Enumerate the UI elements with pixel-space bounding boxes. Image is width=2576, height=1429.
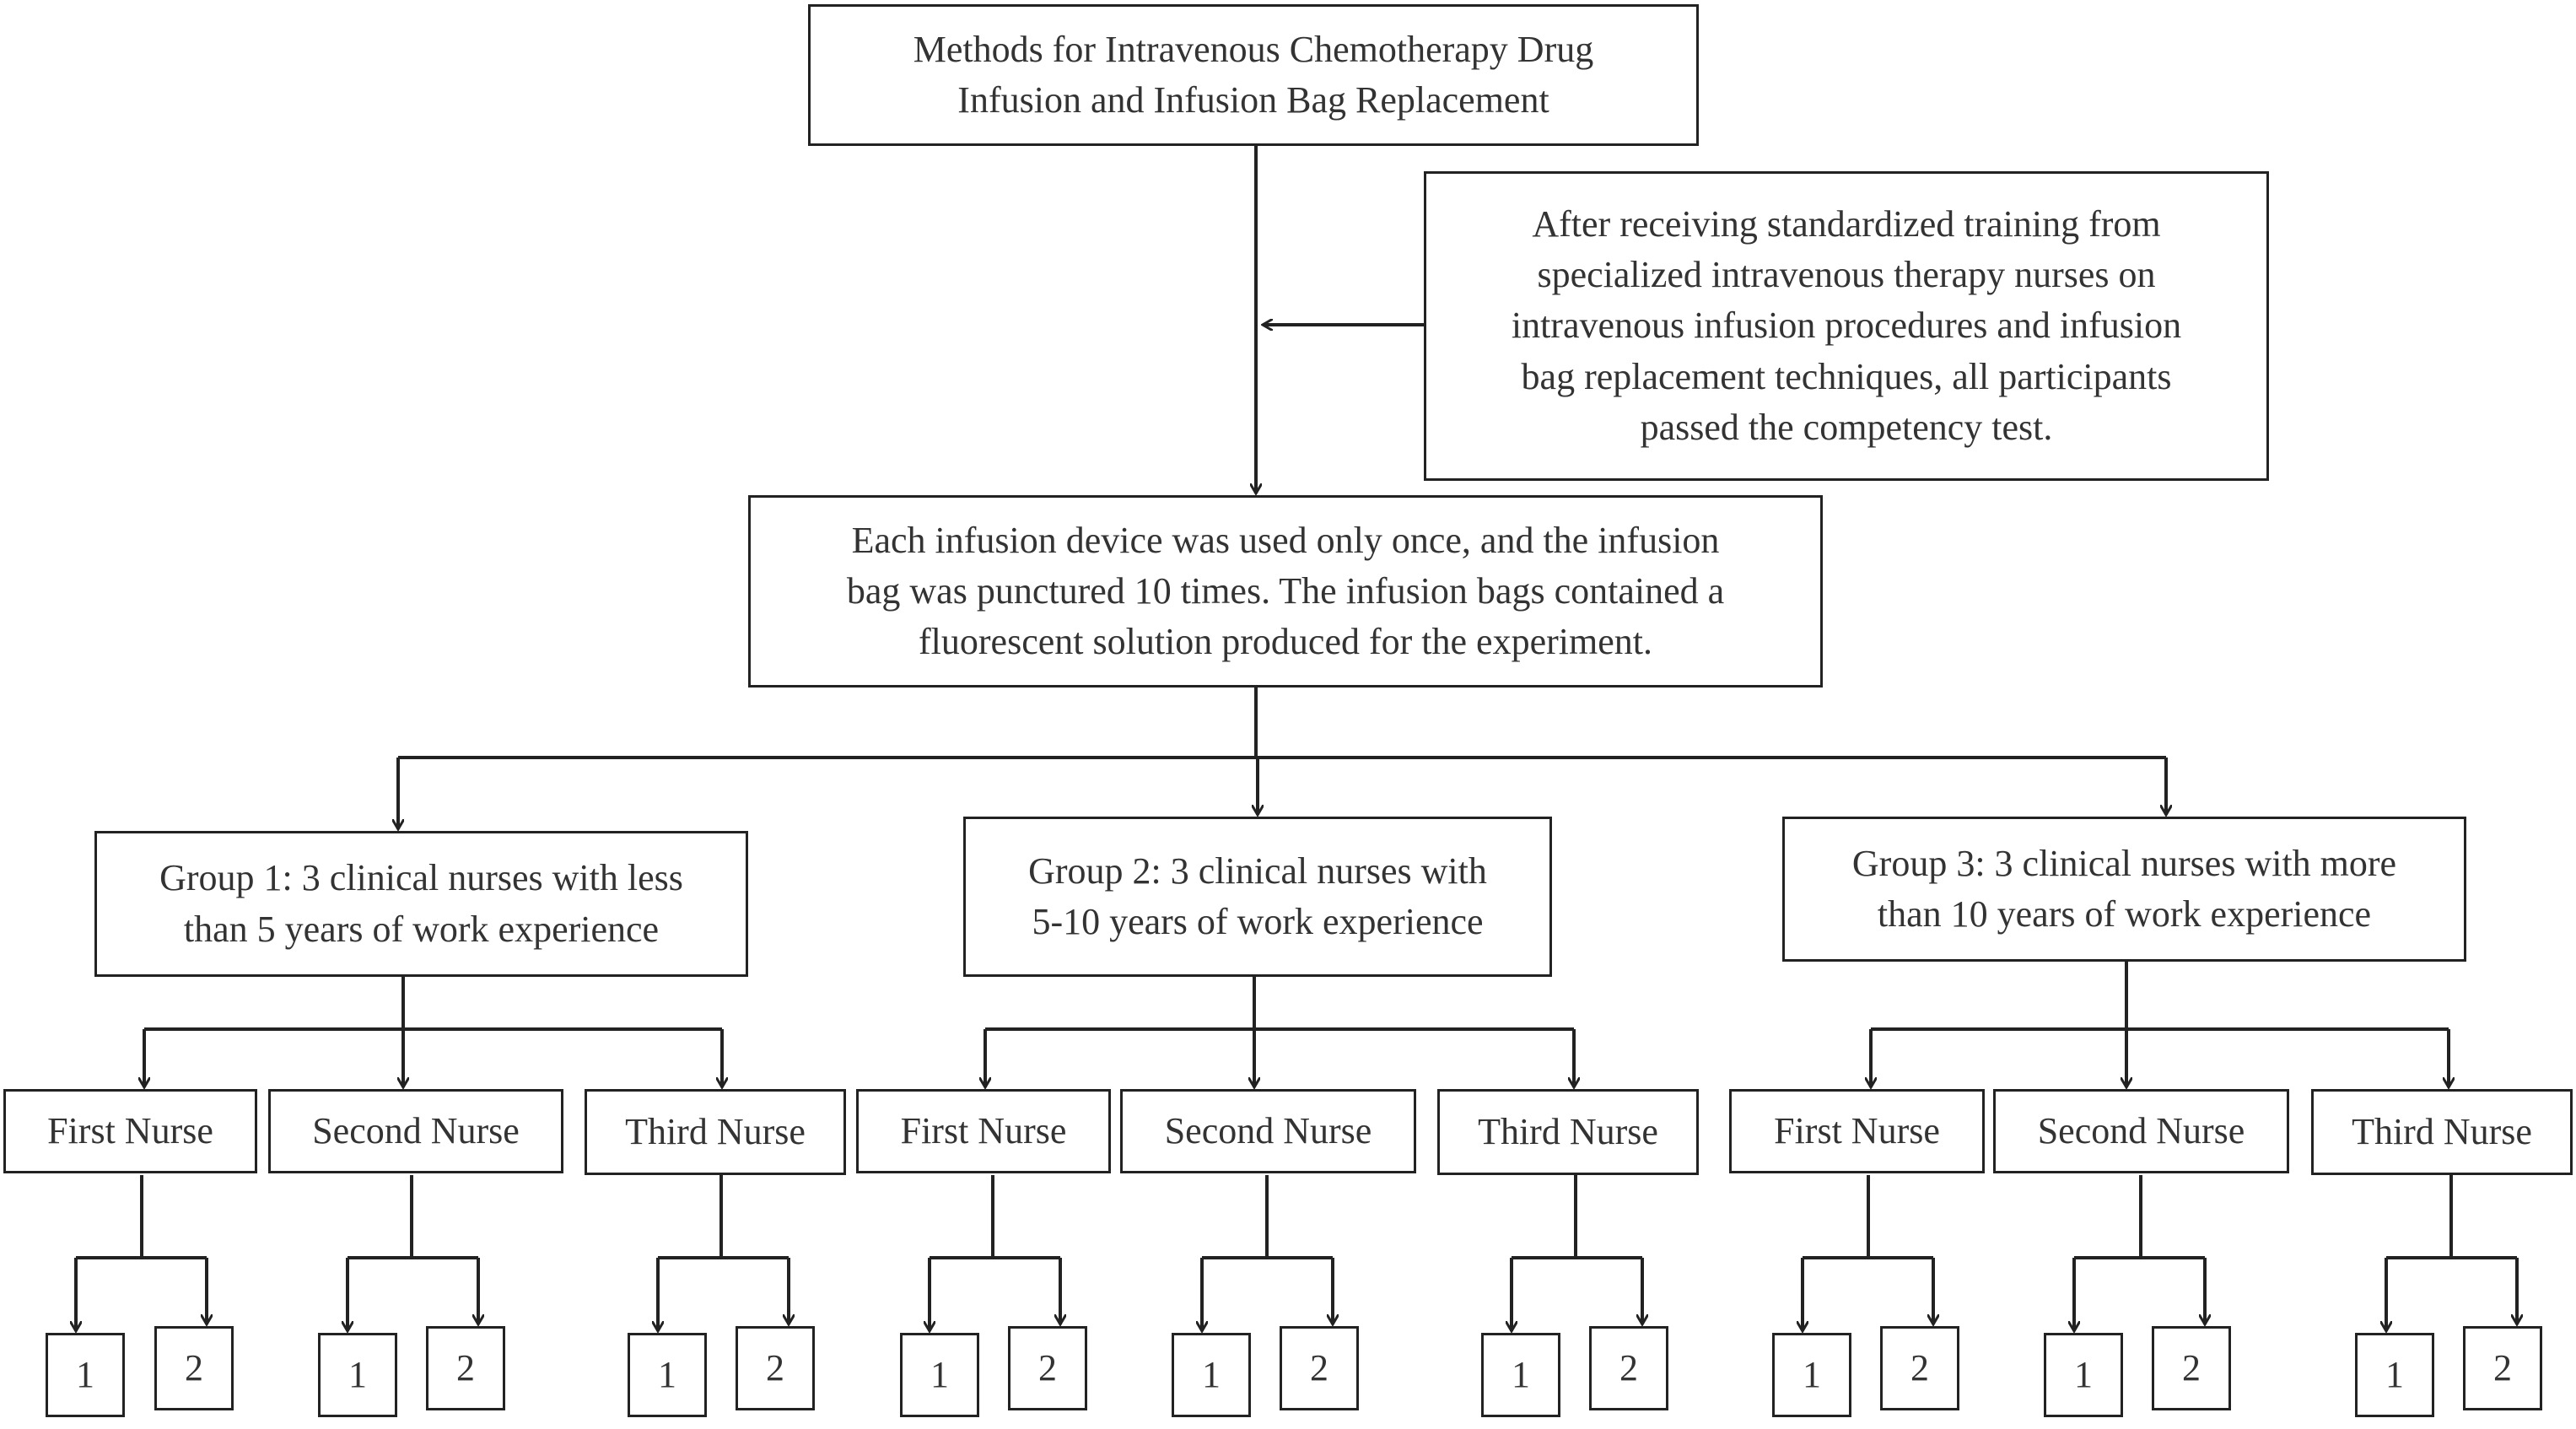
- group-3-line-1: Group 3: 3 clinical nurses with more: [1851, 842, 2397, 884]
- trial-box: 1: [628, 1333, 707, 1417]
- training-line-5: passed the competency test.: [1640, 406, 2053, 448]
- device-box: Each infusion device was used only once,…: [748, 495, 1823, 688]
- trial-box: 2: [2463, 1326, 2542, 1410]
- group-1-line-1: Group 1: 3 clinical nurses with less: [159, 857, 683, 899]
- trial-box: 2: [736, 1326, 815, 1410]
- trial-box: 1: [318, 1333, 397, 1417]
- group-2-first-nurse: First Nurse: [856, 1089, 1111, 1173]
- group-1-second-nurse: Second Nurse: [268, 1089, 563, 1173]
- title-line-2: Infusion and Infusion Bag Replacement: [957, 79, 1549, 121]
- trial-box: 1: [1481, 1333, 1560, 1417]
- trial-box: 2: [1589, 1326, 1668, 1410]
- trial-box: 2: [1280, 1326, 1359, 1410]
- trial-box: 1: [2044, 1333, 2123, 1417]
- group-3-first-nurse: First Nurse: [1729, 1089, 1985, 1173]
- group-3-line-2: than 10 years of work experience: [1877, 893, 2372, 935]
- training-line-2: specialized intravenous therapy nurses o…: [1537, 254, 2156, 296]
- group-3-third-nurse: Third Nurse: [2311, 1089, 2573, 1175]
- group-1-box: Group 1: 3 clinical nurses with less tha…: [94, 831, 748, 977]
- training-line-3: intravenous infusion procedures and infu…: [1511, 305, 2182, 347]
- trial-box: 2: [154, 1326, 234, 1410]
- group-3-second-nurse: Second Nurse: [1993, 1089, 2289, 1173]
- device-line-1: Each infusion device was used only once,…: [851, 519, 1720, 561]
- trial-box: 1: [1772, 1333, 1851, 1417]
- group-1-first-nurse: First Nurse: [3, 1089, 257, 1173]
- trial-box: 1: [2355, 1333, 2434, 1417]
- group-2-box: Group 2: 3 clinical nurses with 5-10 yea…: [963, 817, 1552, 977]
- training-line-4: bag replacement techniques, all particip…: [1521, 355, 2172, 397]
- title-box: Methods for Intravenous Chemotherapy Dru…: [808, 4, 1699, 146]
- group-3-box: Group 3: 3 clinical nurses with more tha…: [1782, 817, 2466, 962]
- training-box: After receiving standardized training fr…: [1424, 171, 2269, 481]
- group-1-line-2: than 5 years of work experience: [183, 908, 660, 950]
- trial-box: 1: [1172, 1333, 1251, 1417]
- group-2-second-nurse: Second Nurse: [1120, 1089, 1416, 1173]
- group-2-line-1: Group 2: 3 clinical nurses with: [1028, 849, 1487, 892]
- device-line-3: fluorescent solution produced for the ex…: [919, 621, 1652, 663]
- training-line-1: After receiving standardized training fr…: [1532, 202, 2161, 245]
- trial-box: 2: [1880, 1326, 1959, 1410]
- trial-box: 2: [426, 1326, 505, 1410]
- trial-box: 2: [2152, 1326, 2231, 1410]
- trial-box: 2: [1008, 1326, 1087, 1410]
- group-2-line-2: 5-10 years of work experience: [1032, 901, 1484, 942]
- group-2-third-nurse: Third Nurse: [1437, 1089, 1699, 1175]
- trial-box: 1: [46, 1333, 125, 1417]
- title-line-1: Methods for Intravenous Chemotherapy Dru…: [913, 28, 1594, 70]
- group-1-third-nurse: Third Nurse: [585, 1089, 846, 1175]
- trial-box: 1: [900, 1333, 979, 1417]
- device-line-2: bag was punctured 10 times. The infusion…: [846, 569, 1725, 612]
